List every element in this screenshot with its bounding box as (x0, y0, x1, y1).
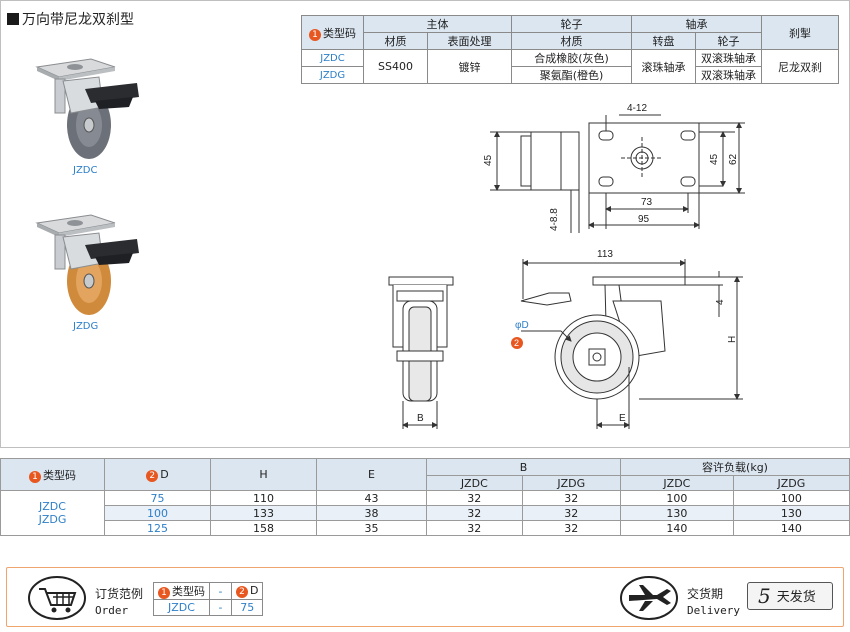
marker-1-icon: 1 (29, 470, 41, 483)
dims-h-header: H (210, 458, 317, 491)
spec-wheel-bearing-jzdg: 双滚珠轴承 (695, 66, 762, 84)
spec-material-header: 材质 (363, 32, 428, 50)
technical-drawing: 4-12 45 45 62 73 95 4-8.8 113 4 H φD B E… (388, 103, 745, 429)
spec-wheel-material-jzdc: 合成橡胶(灰色) (511, 49, 632, 67)
dim-b-label: B (417, 413, 424, 424)
dim-45-left-label: 45 (483, 154, 494, 166)
caption-jzdc: JZDC (73, 165, 98, 176)
spec-surface-header: 表面处理 (427, 32, 512, 50)
dim-phid-label: φD (515, 320, 529, 331)
order-type-value: JZDC (153, 599, 210, 616)
dim-4-8-8-label: 4-8.8 (549, 208, 560, 231)
dim-4-label: 4 (715, 299, 726, 305)
title-square-icon (7, 13, 19, 25)
dims-b-jzdc-header: JZDC (426, 475, 523, 491)
spec-wheel-material-header: 材质 (511, 32, 632, 50)
marker-1-icon: 1 (158, 587, 170, 599)
spec-wheel-material-jzdg: 聚氨酯(橙色) (511, 66, 632, 84)
spec-brake: 尼龙双刹 (761, 49, 839, 84)
product-photo-jzdg (35, 214, 139, 315)
delivery-label: 交货期 Delivery (687, 587, 740, 617)
cart-icon (28, 576, 86, 620)
order-label: 订货范例 Order (95, 587, 144, 617)
dim-4-12-label: 4-12 (627, 103, 647, 114)
spec-surface: 镀锌 (427, 49, 512, 84)
marker-2-icon: 2 (236, 586, 248, 598)
dim-e-label: E (619, 413, 626, 424)
marker-2-icon: 2 (146, 469, 159, 482)
spec-bearing-header: 轴承 (631, 15, 762, 33)
spec-code-jzdg: JZDG (301, 66, 364, 84)
page-title: 万向带尼龙双刹型 (7, 9, 134, 29)
dims-b-header: B (425, 458, 622, 476)
spec-body-material: SS400 (363, 49, 428, 84)
dim-h-label: H (727, 336, 738, 343)
spec-body-header: 主体 (363, 15, 512, 33)
spec-swivel-bearing: 滚珠轴承 (631, 49, 696, 84)
marker-2-icon: 2 (514, 338, 519, 348)
dims-load-jzdg-header: JZDG (732, 475, 850, 491)
dims-e-header: E (316, 458, 427, 491)
dim-113-label: 113 (597, 249, 613, 260)
delivery-days: 5 (758, 584, 771, 608)
spec-swivel-header: 转盘 (631, 32, 696, 50)
table-row: 100 133 38 32 32 130 130 (0, 505, 850, 521)
spec-wheel-bearing-header: 轮子 (695, 32, 762, 50)
page-title-text: 万向带尼龙双刹型 (22, 12, 134, 28)
table-row: 125 158 35 32 32 140 140 (1, 520, 850, 536)
dims-load-jzdc-header: JZDC (620, 475, 734, 491)
marker-1-icon: 1 (309, 28, 321, 41)
caption-jzdg: JZDG (73, 321, 99, 332)
airplane-icon (620, 576, 678, 620)
dim-45-right-label: 45 (709, 153, 720, 165)
dim-62-label: 62 (728, 153, 739, 165)
dims-b-jzdg-header: JZDG (521, 475, 622, 491)
product-photo-jzdc (35, 58, 139, 159)
dim-95-label: 95 (638, 214, 650, 225)
spec-brake-header: 刹掣 (761, 15, 839, 50)
dim-73-label: 73 (641, 197, 653, 208)
dims-load-header: 容许负载(kg) (620, 458, 850, 476)
order-d-value: 75 (230, 599, 264, 616)
